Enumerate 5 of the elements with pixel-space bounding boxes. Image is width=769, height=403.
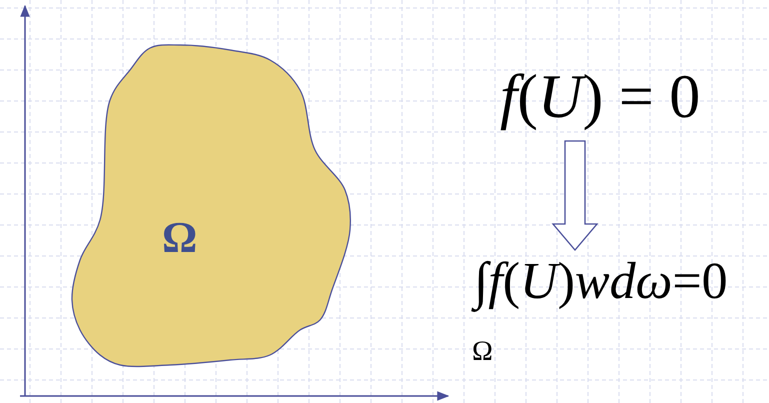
region-shape <box>70 44 352 368</box>
region-symbol: Ω <box>162 216 198 260</box>
equation: f(U) = 0 <box>500 66 700 128</box>
hollow-arrow <box>552 140 598 251</box>
integral-subscript: Ω <box>472 338 493 366</box>
